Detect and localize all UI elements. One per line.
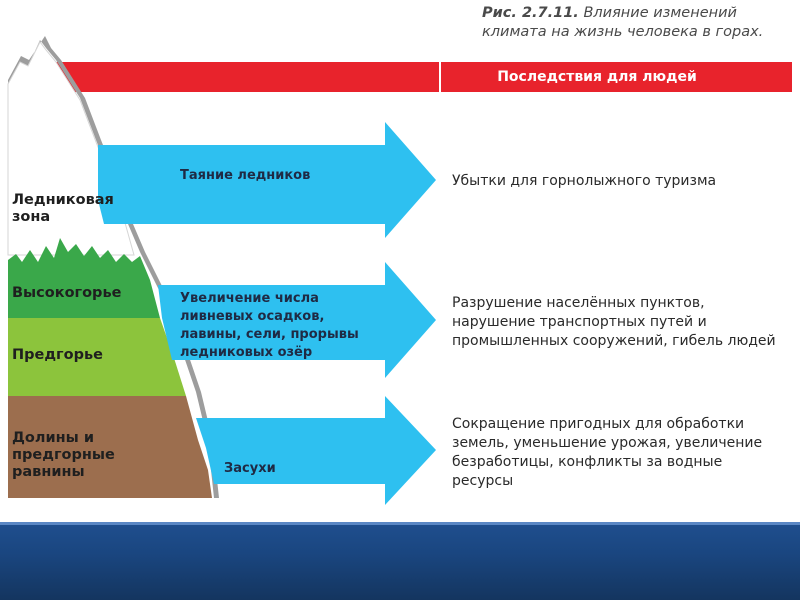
zone-label-valleys: Долины и предгорные равнины [12,430,134,481]
consequence-land-loss: Сокращение пригодных для обработки земел… [452,415,787,491]
footer-stripe [0,522,800,525]
zone-label-highland: Высокогорье [12,285,152,302]
header-title: Последствия для людей [442,62,752,92]
consequence-tourism: Убытки для горнолыжного туризма [452,172,782,191]
consequence-destruction: Разрушение населённых пунктов, нарушение… [452,294,787,351]
arrow-label-glacier-melting: Таяние ледников [180,167,380,185]
footer-band [0,522,800,600]
arrow-label-heavy-rain: Увеличение числа ливневых осадков, лавин… [180,290,380,362]
arrow-label-droughts: Засухи [224,460,374,478]
arrow-droughts [196,396,436,505]
zone-label-foothills: Предгорье [12,347,152,364]
zone-label-glacier: Ледниковая зона [12,192,130,226]
